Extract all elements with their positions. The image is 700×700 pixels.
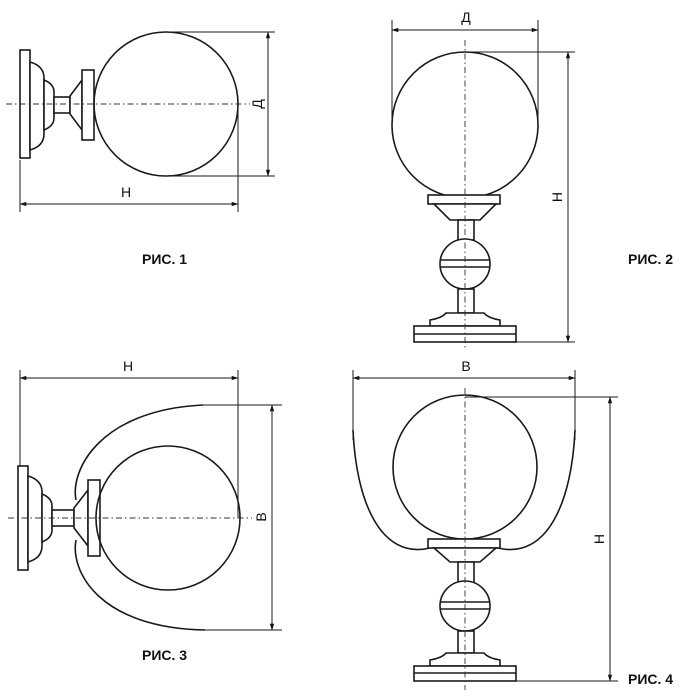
dim-label-b: В [461, 358, 470, 374]
dim-label-d: Д [461, 9, 471, 25]
stem-lower [457, 630, 475, 654]
stem-upper [457, 219, 475, 241]
caption-fig-2: РИС. 2 [628, 251, 673, 267]
figure-3: Н В РИС. 3 [8, 358, 282, 663]
dim-label-h: Н [121, 184, 131, 200]
stem-lower [457, 288, 475, 314]
shield-lower [74, 539, 206, 631]
dim-label-h: Н [123, 358, 133, 374]
bowl-left [352, 429, 431, 551]
collar [427, 194, 501, 205]
stem [53, 96, 71, 114]
bowl-right [497, 429, 576, 551]
dim-label-d: Д [249, 99, 265, 109]
dim-label-h: Н [591, 534, 607, 544]
shield-upper [74, 404, 204, 501]
caption-fig-1: РИС. 1 [142, 251, 187, 267]
dim-label-b: В [253, 512, 269, 521]
figure-1: Д Н РИС. 1 [6, 31, 275, 267]
figure-2: Д Н РИС. 2 [391, 9, 673, 350]
caption-fig-3: РИС. 3 [142, 647, 187, 663]
collar [81, 69, 95, 141]
dim-label-h: Н [549, 192, 565, 202]
figure-4: В Н РИС. 4 [352, 358, 673, 690]
cone-holder [69, 77, 83, 133]
collar [427, 538, 501, 549]
caption-fig-4: РИС. 4 [628, 671, 673, 687]
